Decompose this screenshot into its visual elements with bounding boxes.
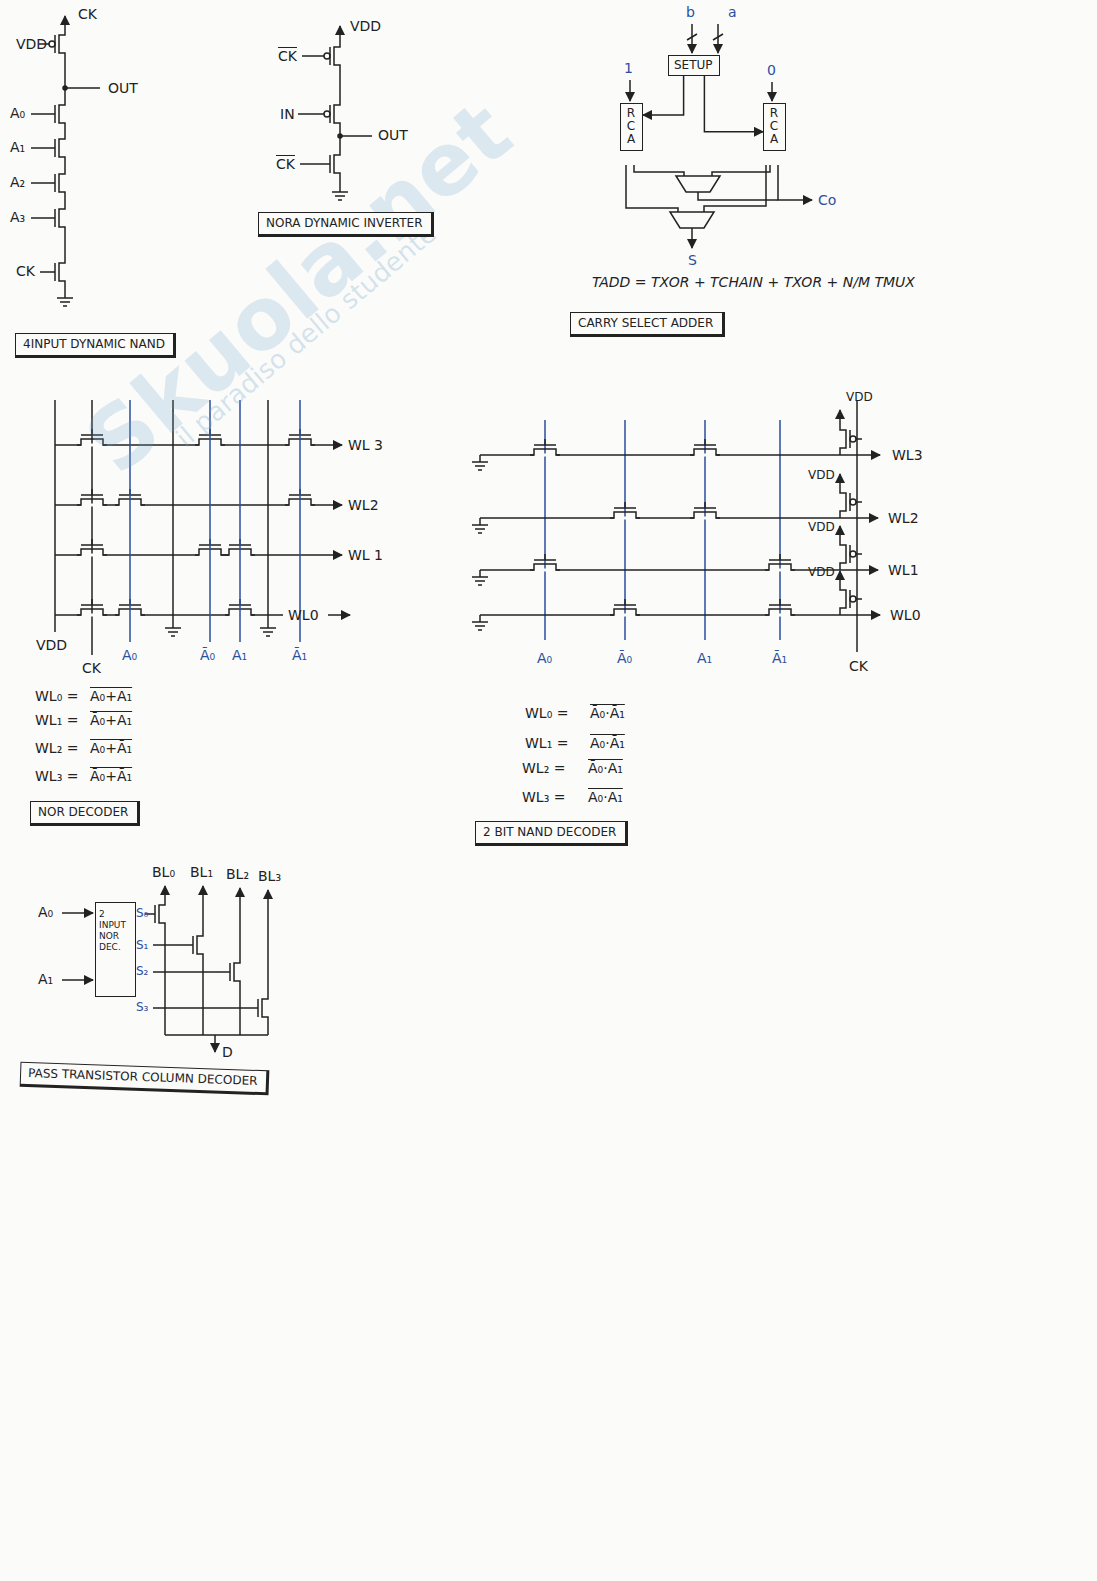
signal-label: D [222, 1044, 233, 1061]
signal-label: IN [280, 106, 295, 123]
supply-label: VDD [808, 468, 835, 482]
setup-block: SETUP [668, 55, 720, 76]
signal-label: CK [82, 660, 101, 677]
signal-label: A₁ [38, 971, 53, 988]
decoder-block: 2 INPUT NOR DEC. [95, 902, 136, 997]
supply-label: VDD [808, 520, 835, 534]
nand-decoder-circuit [472, 400, 880, 652]
equation: A₀+A₁ [90, 688, 132, 705]
supply-label: VDD [846, 390, 873, 404]
equation: WL₁ = [525, 735, 568, 752]
signal-label: 0 [767, 62, 776, 79]
signal-label: WL 3 [348, 437, 383, 454]
signal-label: WL2 [348, 497, 379, 514]
signal-label: A₃ [10, 209, 25, 226]
signal-label: Ā₁ [292, 647, 307, 664]
adder-block: RCA [763, 103, 786, 151]
equation: WL₃ = [522, 789, 565, 806]
signal-label: BL₀ [152, 864, 175, 881]
signal-label: CK [849, 658, 868, 675]
signal-label: S₁ [136, 938, 148, 952]
supply-label: VDD [350, 18, 381, 35]
bus-connector [704, 76, 763, 132]
signal-label: BL₂ [226, 866, 249, 883]
signal-label: Co [818, 192, 836, 209]
signal-label: BL₃ [258, 868, 281, 885]
supply-label: VDD [36, 637, 67, 654]
signal-label: Ā₁ [772, 650, 787, 667]
equation: A₀+Ā₁ [90, 740, 132, 757]
signal-label: BL₁ [190, 864, 213, 881]
caption-box: CARRY SELECT ADDER [570, 312, 725, 337]
adder-block: RCA [620, 103, 643, 151]
carry-select-circuit [626, 24, 812, 248]
equation: Ā₀·Ā₁ [590, 705, 625, 722]
equation: WL₁ = [35, 712, 78, 729]
caption-box: PASS TRANSISTOR COLUMN DECODER [20, 1062, 270, 1096]
equation: WL₂ = [522, 760, 565, 777]
caption-box: NORA DYNAMIC INVERTER [258, 212, 434, 237]
box-text: 4INPUT DYNAMIC NAND [23, 337, 166, 352]
equation: Ā₀+Ā₁ [90, 768, 132, 785]
signal-label: WL 1 [348, 547, 383, 564]
equation: A₀·Ā₁ [590, 735, 625, 752]
signal-label: A₀ [122, 647, 137, 664]
signal-label: WL3 [892, 447, 923, 464]
signal-label: WL0 [288, 607, 319, 624]
signal-label: A₁ [232, 647, 247, 664]
signal-label: WL1 [888, 562, 919, 579]
signal-label: Ā₀ [200, 647, 215, 664]
equation: WL₂ = [35, 740, 78, 757]
watermark: Skuola.net [70, 86, 526, 489]
equation: WL₃ = [35, 768, 78, 785]
box-text: 2 INPUT NOR DEC. [99, 909, 132, 953]
signal-label: S₀ [136, 906, 148, 920]
box-text: NOR DECODER [38, 805, 130, 820]
formula: TADD = TXOR + TCHAIN + TXOR + N/M TMUX [592, 274, 915, 291]
signal-label: WL0 [890, 607, 921, 624]
signal-label: WL2 [888, 510, 919, 527]
signal-label: CK [16, 263, 35, 280]
supply-label: VDD [808, 565, 835, 579]
dynamic-nand-circuit [31, 16, 100, 306]
signal-label: 1 [624, 60, 633, 77]
equation: Ā₀·A₁ [588, 760, 623, 777]
signal-label: OUT [108, 80, 138, 97]
signal-label: S₂ [136, 964, 148, 978]
address-lines [130, 400, 780, 642]
signal-label: b [686, 4, 695, 21]
equation: WL₀ = [525, 705, 568, 722]
nora-inverter-circuit [298, 26, 372, 200]
box-text: RCA [768, 107, 780, 147]
box-text: SETUP [674, 58, 714, 73]
bus-connector [643, 76, 684, 115]
signal-label: Ā₀ [617, 650, 632, 667]
signal-label: A₀ [10, 105, 25, 122]
signal-label: A₀ [38, 904, 53, 921]
supply-label: CK [78, 6, 97, 23]
signal-label: A₂ [10, 174, 25, 191]
signal-label: CK [276, 156, 295, 173]
signal-label: A₀ [537, 650, 552, 667]
signal-label: S₃ [136, 1000, 148, 1014]
box-text: CARRY SELECT ADDER [578, 316, 715, 331]
box-text: 2 BIT NAND DECODER [483, 825, 618, 840]
caption-box: 4INPUT DYNAMIC NAND [15, 333, 176, 358]
column-decoder-circuit [62, 886, 268, 1052]
signal-label: A₁ [10, 139, 25, 156]
box-text: RCA [625, 107, 637, 147]
box-text: PASS TRANSISTOR COLUMN DECODER [28, 1066, 259, 1089]
signal-label: A₁ [697, 650, 712, 667]
caption-box: NOR DECODER [30, 801, 140, 826]
signal-label: a [728, 4, 737, 21]
equation: A₀·A₁ [588, 789, 623, 806]
equation: Ā₀+A₁ [90, 712, 132, 729]
box-text: NORA DYNAMIC INVERTER [266, 216, 424, 231]
equation: WL₀ = [35, 688, 78, 705]
signal-label: CK [278, 48, 297, 65]
caption-box: 2 BIT NAND DECODER [475, 821, 628, 846]
signal-label: S [688, 252, 697, 269]
signal-label: VDD [16, 36, 47, 53]
